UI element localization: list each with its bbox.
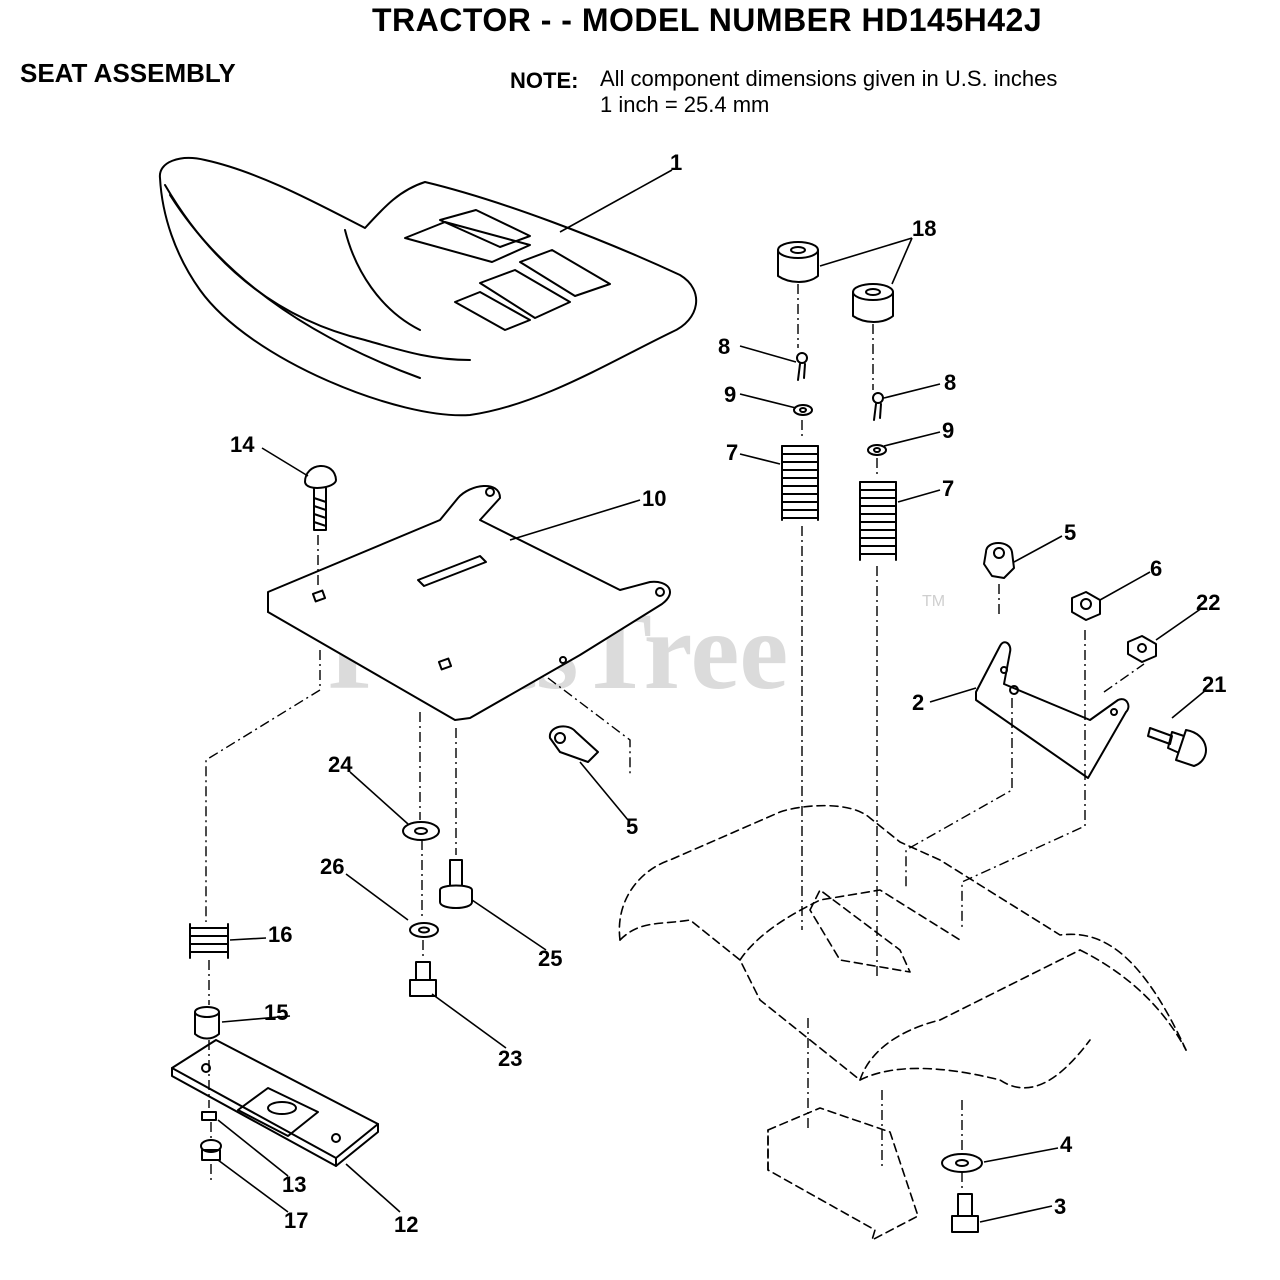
callout-5a: 5 xyxy=(1064,520,1076,545)
callout-9b: 9 xyxy=(942,418,954,443)
tractor-frame-reference xyxy=(618,804,1187,1241)
spring-parts xyxy=(189,445,897,959)
section-title: SEAT ASSEMBLY xyxy=(20,58,236,88)
seat-part xyxy=(158,157,698,417)
clip-parts xyxy=(548,542,1015,763)
callout-2: 2 xyxy=(912,690,924,715)
callout-16: 16 xyxy=(268,922,292,947)
assembly-lines xyxy=(205,284,1145,1192)
callout-4: 4 xyxy=(1060,1132,1073,1157)
callout-24: 24 xyxy=(328,752,353,777)
hex-bolt-part-23 xyxy=(409,961,437,997)
page-title: TRACTOR - - MODEL NUMBER HD145H42J xyxy=(372,2,1043,38)
callout-3: 3 xyxy=(1054,1194,1066,1219)
callout-1: 1 xyxy=(670,150,682,175)
callout-8a: 8 xyxy=(718,334,730,359)
note-line-2: 1 inch = 25.4 mm xyxy=(600,92,770,117)
callout-23: 23 xyxy=(498,1046,522,1071)
callout-9a: 9 xyxy=(724,382,736,407)
note-label: NOTE: xyxy=(510,68,579,93)
hex-bolt-part-3 xyxy=(951,1193,979,1233)
seat-pan-part xyxy=(267,484,671,721)
callout-13: 13 xyxy=(282,1172,306,1197)
callout-12: 12 xyxy=(394,1212,418,1237)
bracket-part xyxy=(975,641,1130,779)
carriage-bolt-part xyxy=(304,465,337,531)
slide-plate-part xyxy=(171,1039,379,1167)
callout-15: 15 xyxy=(264,1000,288,1025)
callout-21: 21 xyxy=(1202,672,1226,697)
nut-parts xyxy=(1071,591,1157,663)
spacer-part xyxy=(194,1006,220,1040)
pin-washer-parts xyxy=(793,352,887,456)
callout-7a: 7 xyxy=(726,440,738,465)
leader-lines xyxy=(217,169,1207,1223)
callout-5b: 5 xyxy=(626,814,638,839)
nut-parts-13-17 xyxy=(200,1111,222,1161)
callout-22: 22 xyxy=(1196,590,1220,615)
watermark-trademark: TM xyxy=(922,593,945,610)
bumper-parts xyxy=(777,241,894,323)
flat-washer-parts xyxy=(402,821,983,1173)
callout-17: 17 xyxy=(284,1208,308,1233)
callout-labels: 1 18 8 9 7 8 9 7 14 10 5 6 22 2 21 5 24 … xyxy=(230,150,1226,1237)
callout-10: 10 xyxy=(642,486,666,511)
callout-8b: 8 xyxy=(944,370,956,395)
flange-bolt-part xyxy=(439,859,473,909)
callout-18: 18 xyxy=(912,216,936,241)
callout-25: 25 xyxy=(538,946,562,971)
callout-26: 26 xyxy=(320,854,344,879)
shoulder-bolt-part xyxy=(1147,727,1207,767)
callout-7b: 7 xyxy=(942,476,954,501)
note-line-1: All component dimensions given in U.S. i… xyxy=(600,66,1058,91)
callout-6: 6 xyxy=(1150,556,1162,581)
callout-14: 14 xyxy=(230,432,255,457)
